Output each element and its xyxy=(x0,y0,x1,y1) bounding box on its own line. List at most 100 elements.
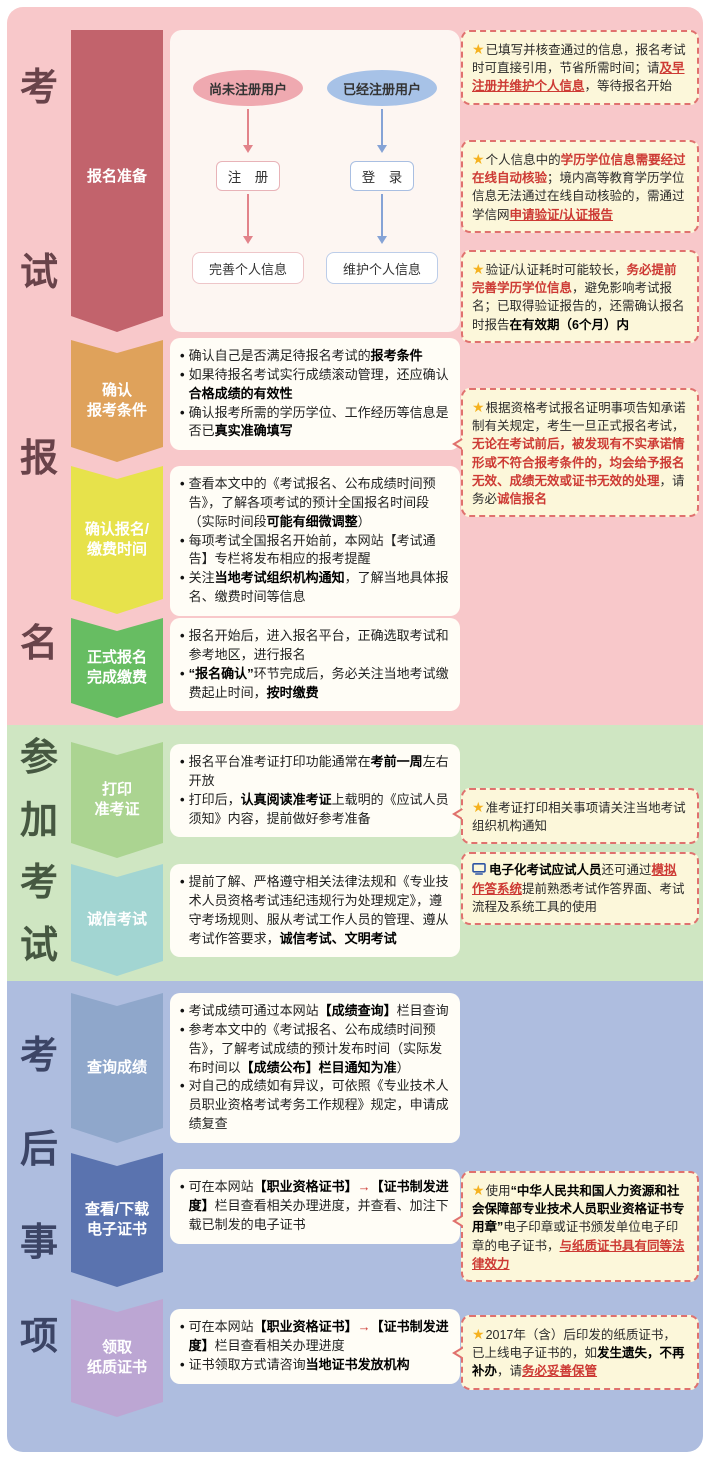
section-title-char: 事 xyxy=(19,1222,58,1265)
content-register-pay: •报名开始后，进入报名平台，正确选取考试和参考地区，进行报名 •“报名确认”环节… xyxy=(170,618,460,712)
step-label-honest-exam: 诚信考试 xyxy=(86,910,147,928)
flow-column-registered: 已经注册用户 登 录 维护个人信息 xyxy=(326,70,438,332)
content-e-cert: •可在本网站【职业资格证书】→【证书制发进度】栏目查看相关办理进度，并查看、加注… xyxy=(170,1169,460,1244)
step-label-print-ticket: 打印 准考证 xyxy=(94,780,140,818)
step-label-check-score: 查询成绩 xyxy=(86,1058,147,1076)
step-arrow-confirm-time: 确认报名/ 缴费时间 xyxy=(71,466,163,614)
callout-text: 验证/认证耗时可能较长，务必提前完善学历学位信息，避免影响考试报名；已取得验证报… xyxy=(472,263,685,332)
bullet-marker: • xyxy=(180,366,185,382)
bullet-marker: • xyxy=(180,348,185,363)
bullet-marker: • xyxy=(180,532,185,548)
callout-reuse-info: ★已填写并核查通过的信息，报名考试时可直接引用，节省所需时间；请及早注册并维护个… xyxy=(461,30,699,105)
bullet-text: 确认自己是否满足待报名考试的报考条件 xyxy=(188,348,423,363)
callout-text: 准考证打印相关事项请关注当地考试组织机构通知 xyxy=(472,801,686,834)
step-arrow-register-pay: 正式报名 完成缴费 xyxy=(71,618,163,718)
computer-icon xyxy=(472,862,486,880)
callout-text: 根据资格考试报名证明事项告知承诺制有关规定，考生一旦正式报名考试，无论在考试前后… xyxy=(472,401,686,506)
bullet-text: 报名平台准考证打印功能通常在考前一周左右开放 xyxy=(188,754,449,788)
callout-ticket-print-notice: ★准考证打印相关事项请关注当地考试组织机构通知 xyxy=(452,788,699,845)
section-title-char: 试 xyxy=(19,924,58,967)
bullet-text: 考试成绩可通过本网站【成绩查询】栏目查询 xyxy=(188,1003,449,1018)
bullet-marker: • xyxy=(180,1356,185,1372)
bullet-text: 对自己的成绩如有异议，可依照《专业技术人员职业资格考试考务工作规程》规定，申请成… xyxy=(188,1078,449,1132)
callout-text: 个人信息中的学历学位信息需要经过在线自动核验；境内高等教育学历学位信息无法通过在… xyxy=(472,153,686,222)
step-label-paper-cert: 领取 纸质证书 xyxy=(86,1338,147,1376)
content-confirm-conditions: •确认自己是否满足待报名考试的报考条件 •如果待报名考试实行成绩滚动管理，还应确… xyxy=(170,338,460,451)
flow-down-arrow xyxy=(381,109,383,151)
bullet-text: 每项考试全国报名开始前，本网站【考试通告】专栏将发布相应的报考提醒 xyxy=(188,532,436,567)
callout-text: 2017年（含）后印发的纸质证书，已上线电子证书的，如发生遗失，不再补办，请务必… xyxy=(472,1328,685,1379)
bullet-text: 提前了解、严格遵守相关法律法规和《专业技术人员资格考试违纪违规行为处理规定》，遵… xyxy=(188,874,449,946)
bullet-marker: • xyxy=(180,874,185,889)
bullet-item: •报名平台准考证打印功能通常在考前一周左右开放 xyxy=(177,753,450,791)
step-label-confirm-conditions: 确认 报考条件 xyxy=(86,381,147,419)
bullet-marker: • xyxy=(180,665,185,681)
registration-flowchart: 尚未注册用户 注 册 完善个人信息 已经注册用户 登 录 维护个人信息 xyxy=(170,30,460,332)
bullet-item: •打印后，认真阅读准考证上载明的《应试人员须知》内容，提前做好参考准备 xyxy=(177,791,450,829)
section-title-char: 后 xyxy=(19,1128,58,1171)
bullet-item: •确认报考所需的学历学位、工作经历等信息是否已真实准确填写 xyxy=(177,404,450,442)
callout-text: 电子化考试应试人员还可通过模拟作答系统提前熟悉考试作答界面、考试流程及系统工具的… xyxy=(472,863,685,915)
section-title-char: 加 xyxy=(19,799,58,842)
bullet-item: •考试成绩可通过本网站【成绩查询】栏目查询 xyxy=(177,1002,450,1021)
bullet-item: •关注当地考试组织机构通知，了解当地具体报名、缴费时间等信息 xyxy=(177,569,450,607)
bullet-item: •证书领取方式请咨询当地证书发放机构 xyxy=(177,1356,450,1375)
infographic-canvas: 考 试 报 名 报名准备 尚未注册用户 注 册 完善个人信息 已经注册用户 登 … xyxy=(7,7,703,1452)
flow-down-arrow xyxy=(381,194,383,242)
bullet-marker: • xyxy=(180,628,185,643)
content-honest-exam: •提前了解、严格遵守相关法律法规和《专业技术人员资格考试违纪违规行为处理规定》，… xyxy=(170,864,460,958)
step-arrow-registration-prep: 报名准备 xyxy=(71,30,163,332)
bullet-item: •查看本文中的《考试报名、公布成绩时间预告》，了解各项考试的预计全国报名时间段（… xyxy=(177,475,450,532)
step-arrow-paper-cert: 领取 纸质证书 xyxy=(71,1299,163,1417)
section-title-char: 考 xyxy=(19,1035,58,1077)
flow-column-unregistered: 尚未注册用户 注 册 完善个人信息 xyxy=(192,70,304,332)
step-label-register-pay: 正式报名 完成缴费 xyxy=(86,648,147,686)
callout-e-cert-legal-effect: ★使用“中华人民共和国人力资源和社会保障部专业技术人员职业资格证书专用章”电子印… xyxy=(452,1171,699,1282)
bullet-text: 如果待报名考试实行成绩滚动管理，还应确认合格成绩的有效性 xyxy=(188,366,449,401)
bullet-marker: • xyxy=(180,791,185,807)
section-after-exam: 考 后 事 项 查询成绩 •考试成绩可通过本网站【成绩查询】栏目查询 •参考本文… xyxy=(7,981,703,1452)
bullet-marker: • xyxy=(180,754,185,769)
bullet-marker: • xyxy=(180,1003,185,1018)
bullet-item: •提前了解、严格遵守相关法律法规和《专业技术人员资格考试违纪违规行为处理规定》，… xyxy=(177,873,450,948)
section-title-char: 参 xyxy=(19,737,58,779)
bullet-item: •可在本网站【职业资格证书】→【证书制发进度】栏目查看相关办理进度，并查看、加注… xyxy=(177,1178,450,1235)
star-icon: ★ xyxy=(472,261,485,277)
bullet-text: 打印后，认真阅读准考证上载明的《应试人员须知》内容，提前做好参考准备 xyxy=(188,791,449,826)
callout-paper-cert-keep-safe: ★2017年（含）后印发的纸质证书，已上线电子证书的，如发生遗失，不再补办，请务… xyxy=(452,1315,699,1390)
bullet-marker: • xyxy=(180,1179,185,1194)
bullet-item: •“报名确认”环节完成后，务必关注当地考试缴费起止时间，按时缴费 xyxy=(177,665,450,703)
step-arrow-check-score: 查询成绩 xyxy=(71,993,163,1143)
bullet-item: •对自己的成绩如有异议，可依照《专业技术人员职业资格考试考务工作规程》规定，申请… xyxy=(177,1077,450,1134)
bullet-text: 关注当地考试组织机构通知，了解当地具体报名、缴费时间等信息 xyxy=(188,570,449,605)
bullet-marker: • xyxy=(180,1021,185,1037)
bullet-marker: • xyxy=(180,1078,185,1094)
bullet-item: •报名开始后，进入报名平台，正确选取考试和参考地区，进行报名 xyxy=(177,627,450,665)
section-title-char: 试 xyxy=(19,252,58,295)
step-label-confirm-time: 确认报名/ 缴费时间 xyxy=(84,520,150,558)
bullet-text: 查看本文中的《考试报名、公布成绩时间预告》，了解各项考试的预计全国报名时间段（实… xyxy=(188,476,436,529)
callout-text: 已填写并核查通过的信息，报名考试时可直接引用，节省所需时间；请及早注册并维护个人… xyxy=(472,43,686,94)
callout-verification-duration: ★验证/认证耗时可能较长，务必提前完善学历学位信息，避免影响考试报名；已取得验证… xyxy=(461,250,699,343)
flow-node-register: 注 册 xyxy=(216,161,280,191)
star-icon: ★ xyxy=(472,41,485,57)
bullet-item: •如果待报名考试实行成绩滚动管理，还应确认合格成绩的有效性 xyxy=(177,366,450,404)
callout-text: 使用“中华人民共和国人力资源和社会保障部专业技术人员职业资格证书专用章”电子印章… xyxy=(472,1184,685,1271)
bullet-item: •参考本文中的《考试报名、公布成绩时间预告》，了解考试成绩的预计发布时间（实际发… xyxy=(177,1021,450,1078)
flow-node-registered-user: 已经注册用户 xyxy=(327,70,437,106)
flow-node-maintain-personal-info: 维护个人信息 xyxy=(326,252,438,284)
step-arrow-e-cert: 查看/下载 电子证书 xyxy=(71,1153,163,1287)
section-title-char: 考 xyxy=(19,67,58,109)
bullet-marker: • xyxy=(180,1319,185,1334)
flow-down-arrow xyxy=(247,109,249,151)
content-confirm-time: •查看本文中的《考试报名、公布成绩时间预告》，了解各项考试的预计全国报名时间段（… xyxy=(170,466,460,616)
callout-degree-verification: ★个人信息中的学历学位信息需要经过在线自动核验；境内高等教育学历学位信息无法通过… xyxy=(461,140,699,233)
flow-node-unregistered-user: 尚未注册用户 xyxy=(193,70,303,106)
step-label-registration-prep: 报名准备 xyxy=(86,167,147,185)
bullet-marker: • xyxy=(180,404,185,420)
bullet-item: •确认自己是否满足待报名考试的报考条件 xyxy=(177,347,450,366)
step-label-e-cert: 查看/下载 电子证书 xyxy=(84,1200,150,1238)
callout-mock-answer-system: 电子化考试应试人员还可通过模拟作答系统提前熟悉考试作答界面、考试流程及系统工具的… xyxy=(461,852,699,926)
bullet-text: 确认报考所需的学历学位、工作经历等信息是否已真实准确填写 xyxy=(188,404,449,439)
